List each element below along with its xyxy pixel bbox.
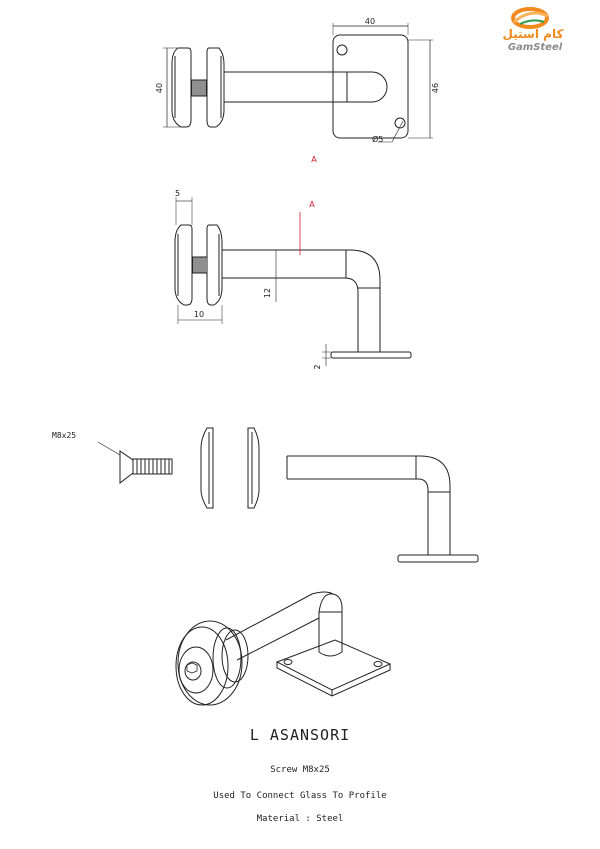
- screw-label: M8x25: [52, 431, 76, 440]
- side-dim-plate: 2: [313, 364, 322, 369]
- side-section-label: A: [309, 200, 315, 209]
- company-logo: کام استیل GamSteel: [503, 7, 564, 53]
- isometric-view: [175, 591, 392, 706]
- exploded-view: [97, 427, 479, 563]
- logo-persian-text: کام استیل: [503, 27, 564, 42]
- top-section-label: A: [311, 155, 317, 164]
- usage-text: Used To Connect Glass To Profile: [213, 791, 387, 801]
- logo-latin-text: GamSteel: [508, 42, 563, 53]
- exploded-screw: [97, 441, 173, 485]
- side-dim-vertical: 12: [263, 288, 272, 298]
- side-screw-thread: [192, 256, 207, 274]
- top-screw-thread: [191, 79, 207, 97]
- logo-swoosh-icon: [511, 7, 549, 29]
- material-text: Material : Steel: [256, 814, 344, 824]
- side-dim-top: 5: [175, 189, 180, 198]
- top-dim-right-height: 46: [431, 83, 440, 93]
- top-view: [163, 23, 433, 143]
- screw-spec-text: Screw M8x25: [270, 765, 330, 775]
- top-hole-label: Ø5: [372, 134, 383, 144]
- side-view: [174, 197, 412, 366]
- top-dim-width: 40: [365, 17, 375, 26]
- top-dim-left-height: 40: [155, 83, 164, 93]
- product-title: L ASANSORI: [249, 726, 351, 744]
- side-dim-bottom: 10: [194, 310, 204, 319]
